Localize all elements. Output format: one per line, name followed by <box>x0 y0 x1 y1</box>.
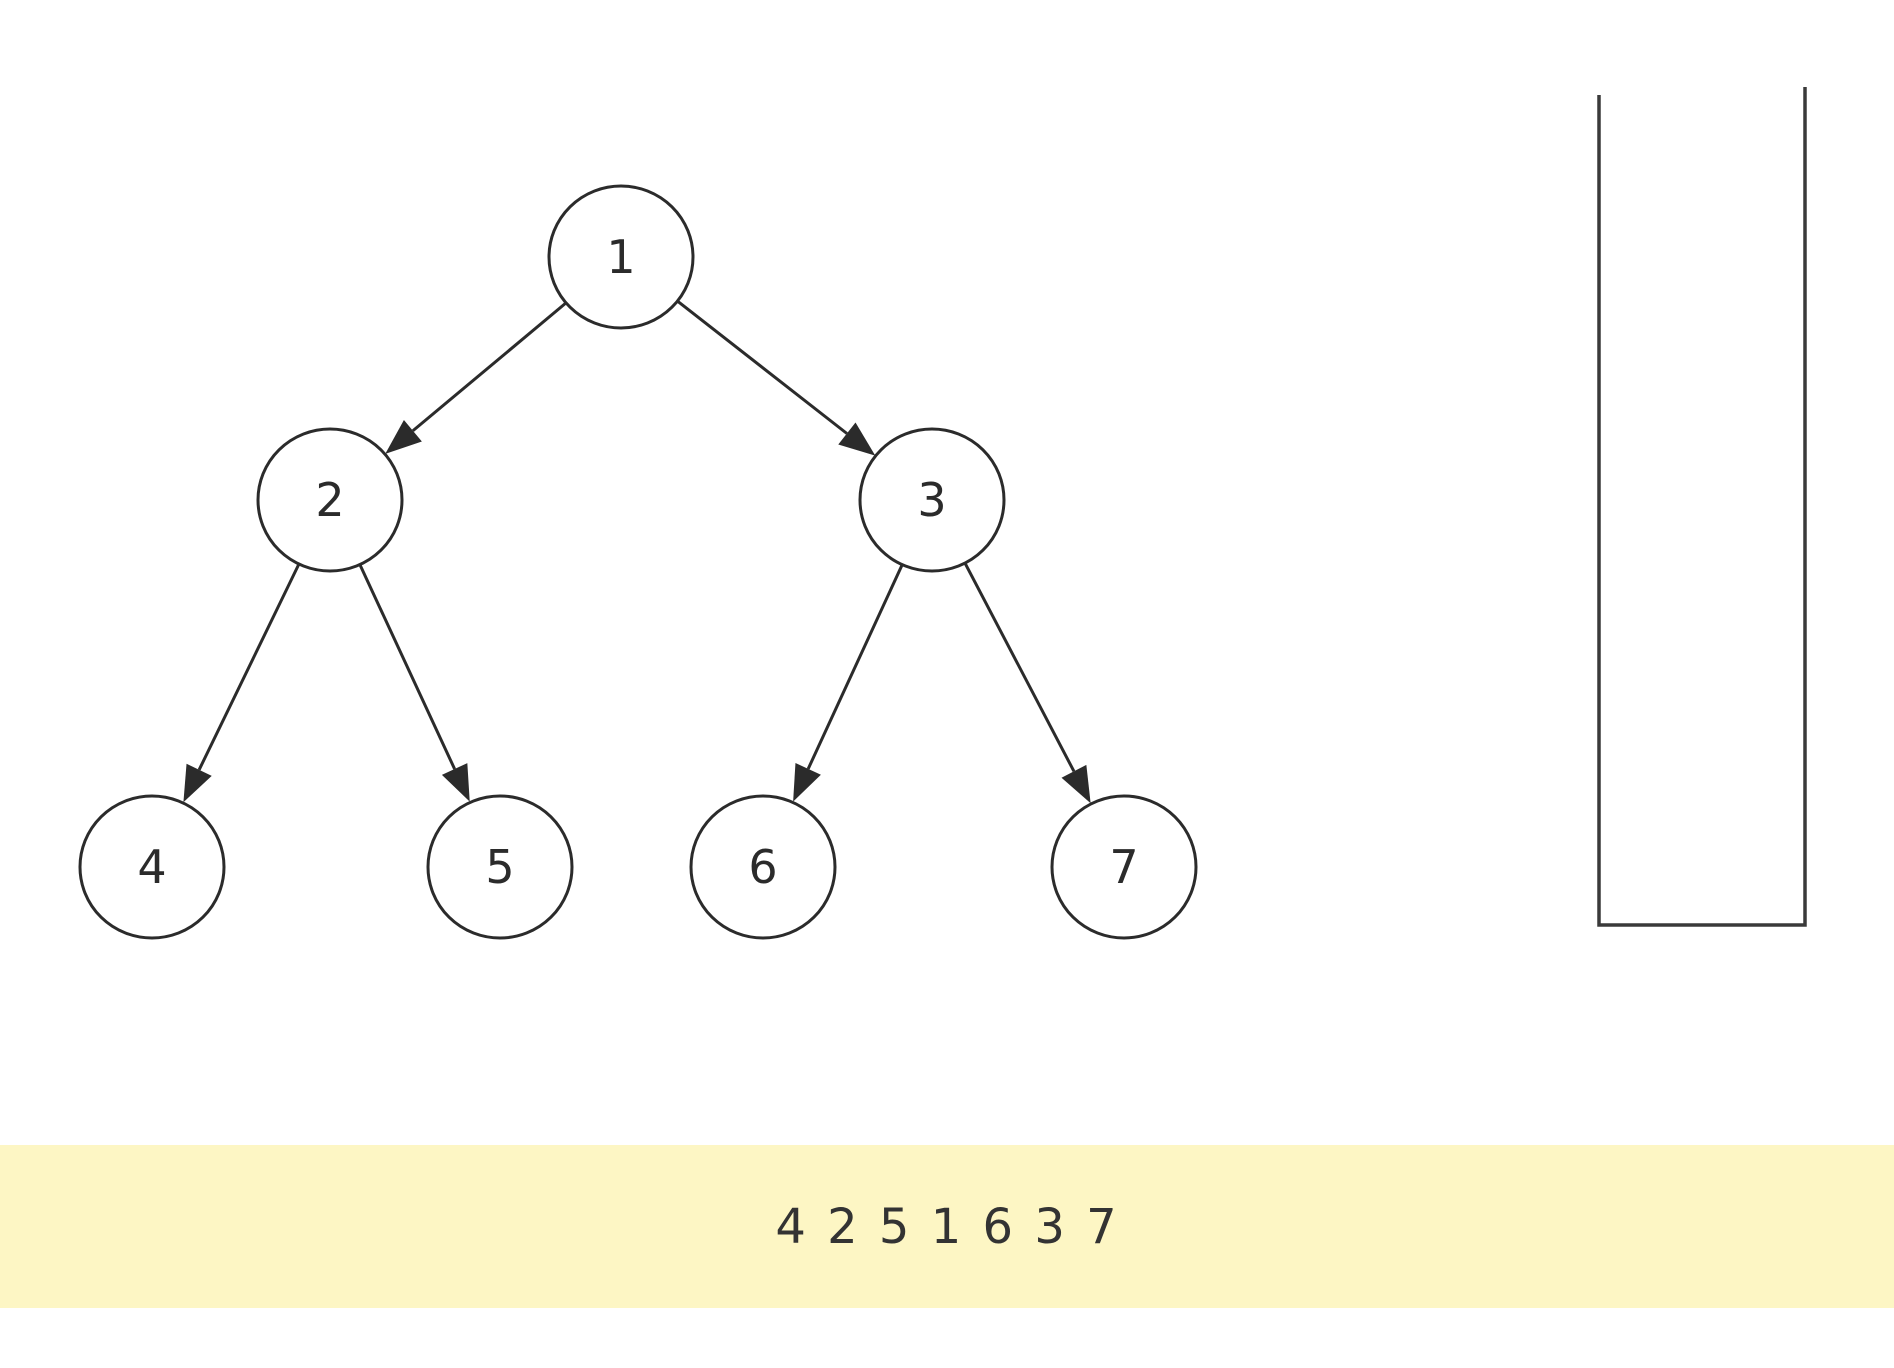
output-bar: 4 2 5 1 6 3 7 <box>0 1145 1894 1308</box>
tree-node-5: 5 <box>426 794 574 940</box>
arrowhead-3-7 <box>1061 764 1091 804</box>
arrowhead-2-4 <box>183 763 212 803</box>
tree-node-4: 4 <box>78 794 226 940</box>
node-circle <box>547 184 695 330</box>
tree-node-7: 7 <box>1050 794 1198 940</box>
nodes-layer: 1 2 3 4 5 6 7 <box>78 184 1198 940</box>
edge-1-2 <box>411 301 567 432</box>
node-label: 5 <box>485 840 514 894</box>
edges-layer <box>183 300 1091 804</box>
node-label: 4 <box>137 840 166 894</box>
arrowhead-1-3 <box>838 422 876 456</box>
node-circle <box>256 427 404 573</box>
node-label: 1 <box>606 230 635 284</box>
edge-3-6 <box>806 564 904 770</box>
arrowhead-2-5 <box>441 763 470 802</box>
edge-3-7 <box>964 563 1076 773</box>
tree-node-6: 6 <box>689 794 837 940</box>
node-label: 6 <box>748 840 777 894</box>
tree-node-2: 2 <box>256 427 404 573</box>
node-circle <box>78 794 226 940</box>
edge-2-5 <box>358 564 456 770</box>
node-circle <box>1050 794 1198 940</box>
stack-container <box>1597 87 1807 927</box>
arrowhead-1-2 <box>385 420 422 454</box>
traversal-output-text: 4 2 5 1 6 3 7 <box>775 1198 1119 1255</box>
node-circle <box>426 794 574 940</box>
tree-node-1: 1 <box>547 184 695 330</box>
node-circle <box>858 427 1006 573</box>
node-label: 3 <box>917 473 946 527</box>
edge-2-4 <box>197 564 300 771</box>
node-label: 2 <box>315 473 344 527</box>
node-circle <box>689 794 837 940</box>
node-label: 7 <box>1109 840 1138 894</box>
tree-node-3: 3 <box>858 427 1006 573</box>
edge-1-3 <box>676 300 848 435</box>
arrowhead-3-6 <box>793 763 821 802</box>
